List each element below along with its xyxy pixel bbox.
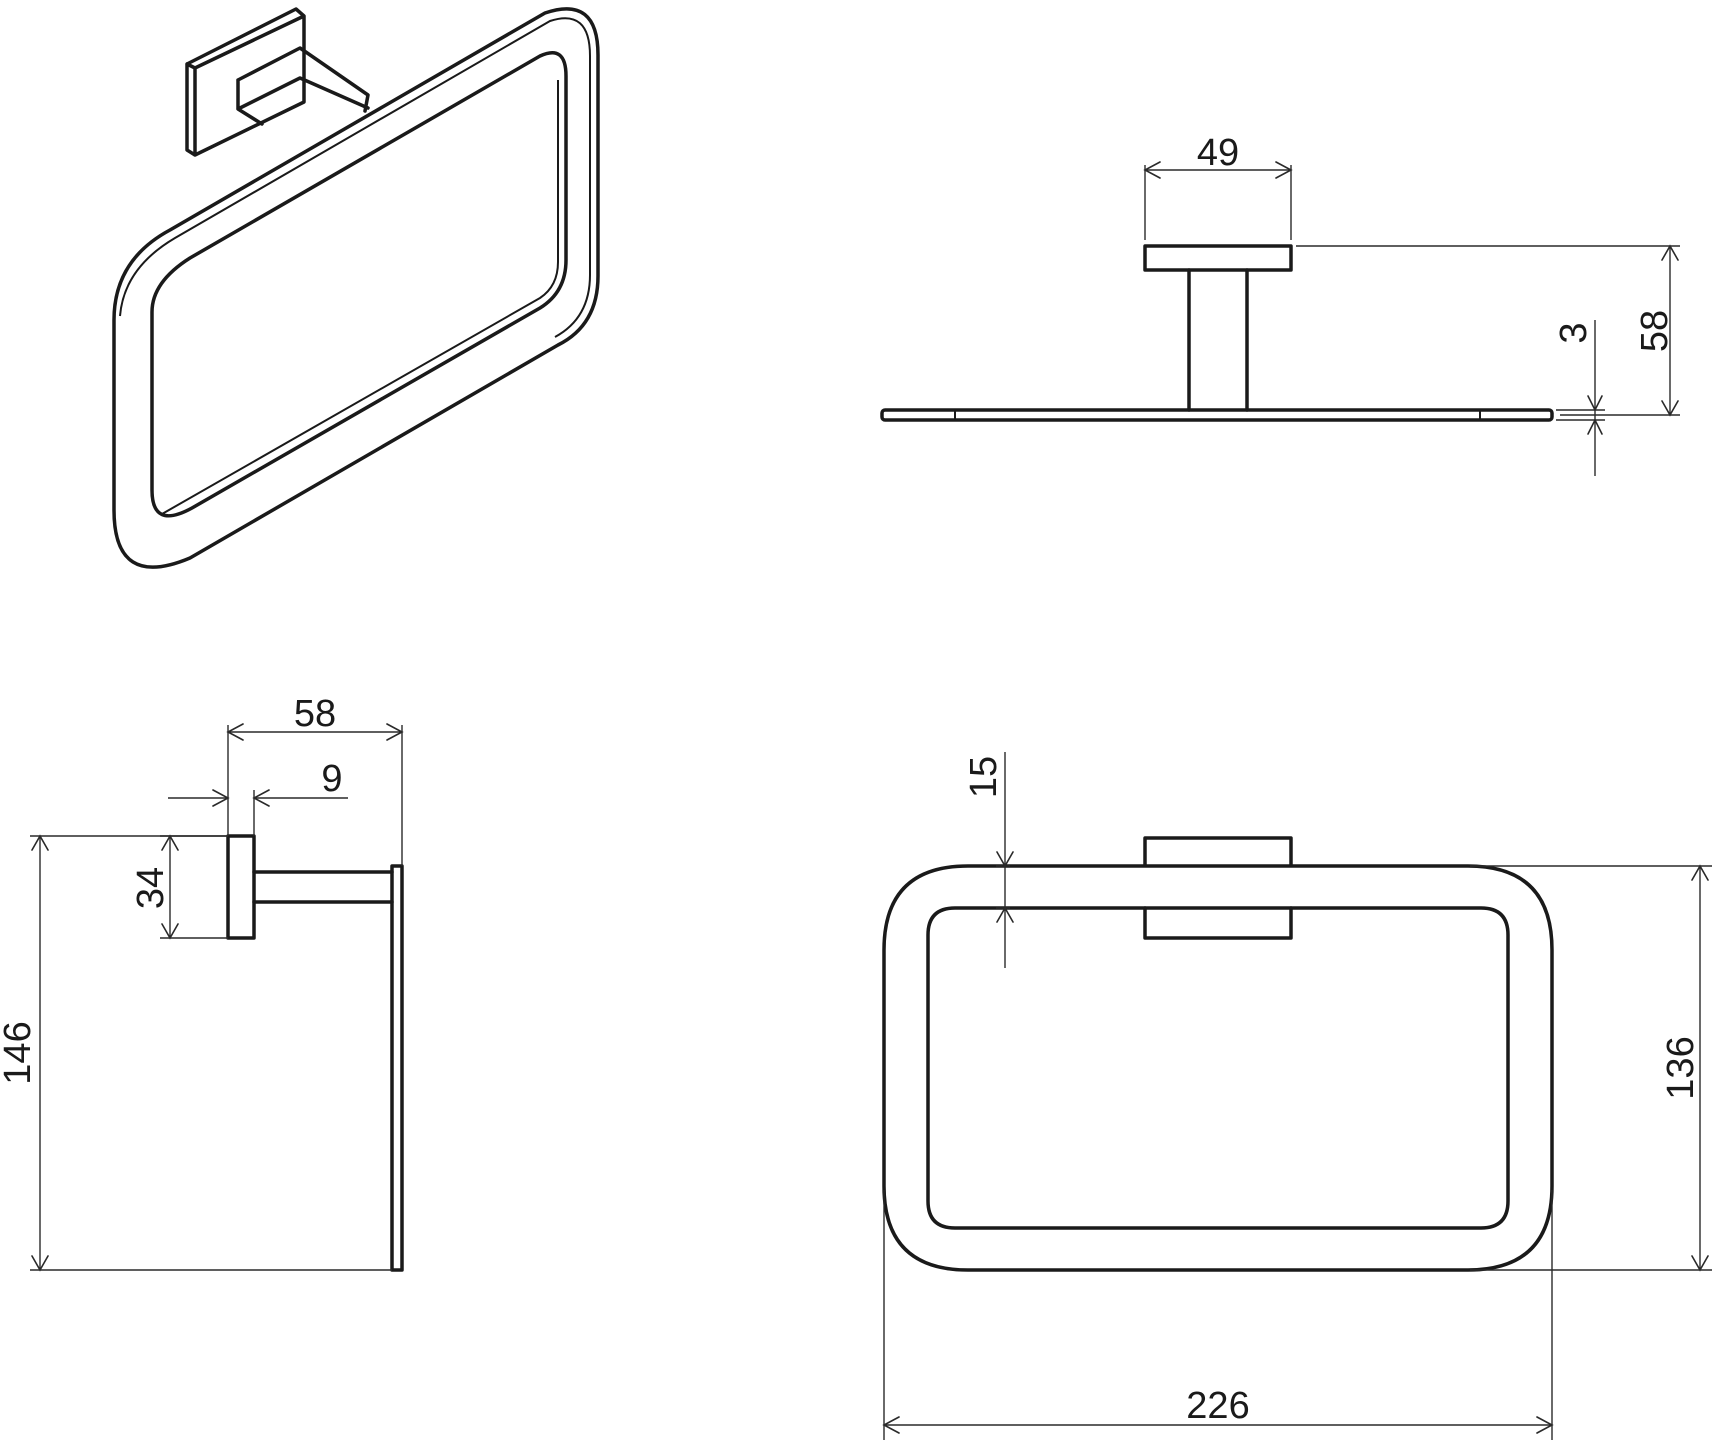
dim-top-depth: 58 bbox=[1634, 310, 1676, 352]
top-arm bbox=[1187, 268, 1249, 412]
front-ring-outer bbox=[882, 864, 1554, 1272]
dim-side-depth: 58 bbox=[294, 693, 336, 735]
top-ring-edge bbox=[880, 408, 1554, 422]
dim-top-thickness: 3 bbox=[1553, 322, 1595, 343]
dim-side-height: 146 bbox=[0, 1021, 39, 1084]
iso-ring-outer bbox=[112, 7, 600, 569]
iso-ring-inner-edge bbox=[161, 80, 559, 515]
dim-side-offset: 9 bbox=[321, 758, 342, 800]
side-ring-edge bbox=[390, 864, 404, 1272]
iso-ring-inner bbox=[150, 51, 568, 518]
top-wall-plate bbox=[1143, 244, 1293, 272]
side-arm bbox=[252, 870, 394, 904]
isometric-view bbox=[112, 7, 600, 569]
front-plate-overlap bbox=[1143, 906, 1293, 940]
iso-wall-plate bbox=[185, 7, 306, 157]
front-view: 15 136 226 bbox=[882, 752, 1712, 1440]
dim-side-plate: 34 bbox=[130, 867, 172, 909]
dim-front-bar: 15 bbox=[963, 756, 1005, 798]
dim-top-width: 49 bbox=[1197, 132, 1239, 174]
dim-front-height: 136 bbox=[1660, 1036, 1702, 1099]
front-ring-inner bbox=[926, 906, 1510, 1230]
dim-front-width: 226 bbox=[1186, 1385, 1249, 1427]
top-view: 49 58 3 bbox=[880, 132, 1680, 476]
side-view: 58 9 34 146 bbox=[0, 693, 404, 1272]
iso-ring-outer-edge bbox=[119, 17, 591, 338]
side-wall-plate bbox=[226, 834, 256, 940]
iso-arm bbox=[236, 46, 370, 126]
